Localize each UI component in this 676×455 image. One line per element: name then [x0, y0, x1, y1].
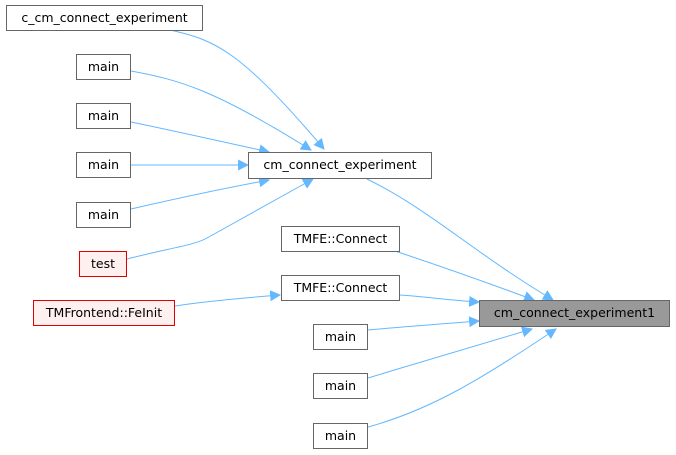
- node-main-3[interactable]: main: [76, 152, 131, 178]
- edge-c-cm-to-cm: [169, 29, 325, 150]
- node-label: TMFE::Connect: [293, 279, 388, 295]
- node-label: main: [87, 58, 120, 74]
- node-label: main: [87, 156, 120, 172]
- node-test[interactable]: test: [79, 251, 127, 277]
- edge-cm-to-target: [366, 178, 554, 301]
- node-main-2[interactable]: main: [76, 103, 131, 129]
- node-main-4[interactable]: main: [76, 202, 131, 228]
- node-label: main: [87, 107, 120, 123]
- node-label: test: [90, 255, 115, 271]
- node-label: c_cm_connect_experiment: [21, 9, 188, 25]
- edge-main7-to-target: [367, 328, 557, 428]
- edge-main5-to-target: [367, 316, 481, 331]
- node-tmfe-connect-1[interactable]: TMFE::Connect: [281, 226, 400, 252]
- node-main-5[interactable]: main: [313, 324, 368, 350]
- node-tmfrontend-feinit[interactable]: TMFrontend::FeInit: [33, 300, 175, 326]
- edge-test-to-cm: [126, 178, 314, 260]
- edge-main6-to-target: [367, 326, 534, 379]
- node-label: main: [324, 377, 357, 393]
- edge-main4-to-cm: [130, 176, 271, 210]
- edge-tmfe1-to-target: [394, 250, 536, 302]
- node-c-cm-connect-experiment[interactable]: c_cm_connect_experiment: [6, 5, 203, 31]
- node-main-1[interactable]: main: [76, 54, 131, 80]
- node-main-7[interactable]: main: [313, 423, 368, 449]
- node-label: main: [87, 206, 120, 222]
- edge-main1-to-cm: [130, 70, 312, 151]
- node-label: TMFrontend::FeInit: [45, 304, 163, 320]
- node-label: cm_connect_experiment1: [493, 305, 656, 321]
- edge-tmfrontend-to-tmfe2: [174, 290, 282, 307]
- node-label: main: [324, 328, 357, 344]
- node-label: main: [324, 427, 357, 443]
- node-label: cm_connect_experiment: [263, 157, 417, 173]
- edge-tmfe2-to-target: [399, 294, 481, 307]
- node-cm-connect-experiment[interactable]: cm_connect_experiment: [248, 152, 432, 179]
- node-tmfe-connect-2[interactable]: TMFE::Connect: [281, 275, 400, 301]
- edge-main2-to-cm: [130, 121, 271, 156]
- node-label: TMFE::Connect: [293, 230, 388, 246]
- node-cm-connect-experiment1: cm_connect_experiment1: [479, 300, 670, 327]
- node-main-6[interactable]: main: [313, 373, 368, 399]
